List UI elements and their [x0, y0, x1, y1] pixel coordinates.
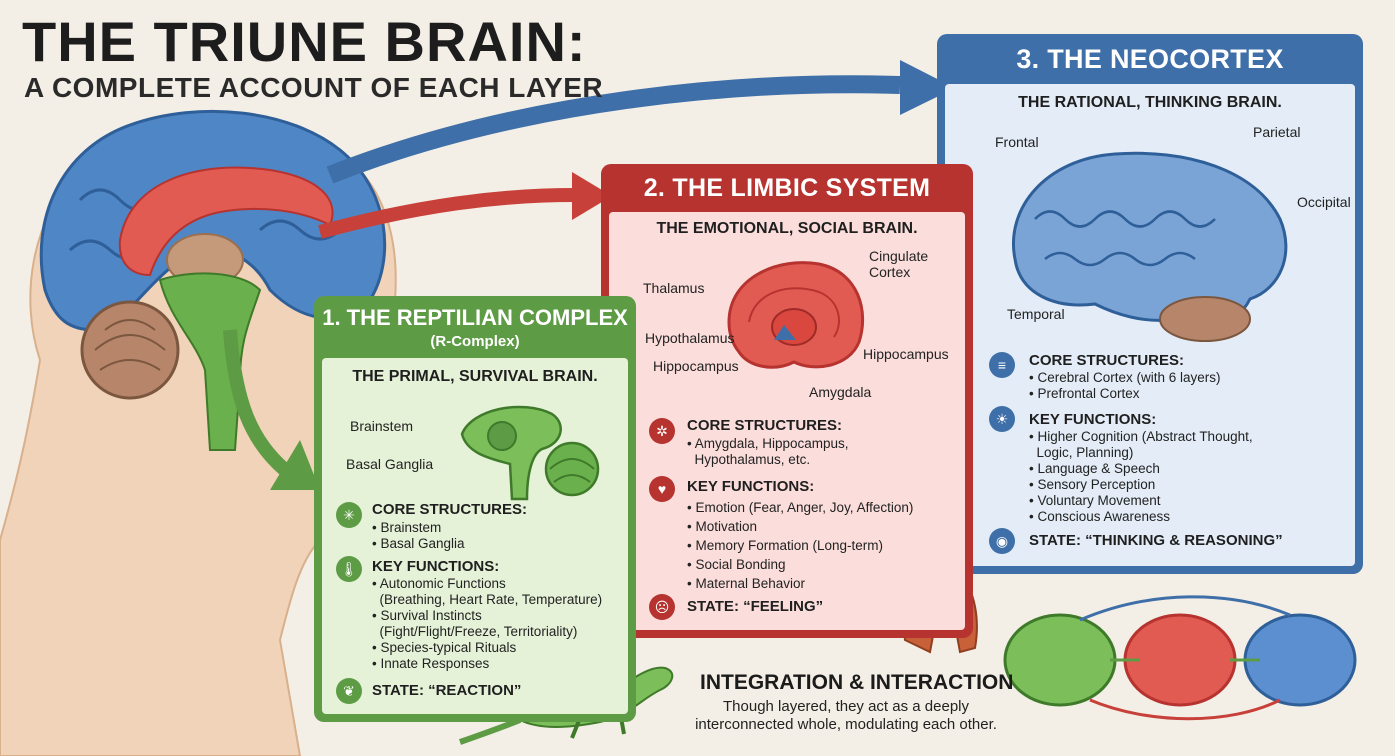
label-hypothalamus: Hypothalamus: [645, 330, 735, 346]
neocortex-tagline: THE RATIONAL, THINKING BRAIN.: [1018, 94, 1282, 111]
neocortex-heading: 3. THE NEOCORTEX: [1016, 44, 1284, 74]
limbic-tagline: THE EMOTIONAL, SOCIAL BRAIN.: [656, 220, 918, 237]
page-subtitle: A COMPLETE ACCOUNT OF EACH LAYER: [24, 72, 604, 103]
reptilian-core-list: • Brainstem • Basal Ganglia: [372, 520, 465, 551]
layers-icon: ≡: [989, 352, 1015, 378]
brain-spark-icon: ✲: [649, 418, 675, 444]
label-cortex: Cortex: [869, 264, 911, 280]
neocortex-panel: 3. THE NEOCORTEX THE RATIONAL, THINKING …: [937, 34, 1363, 574]
limbic-func-list: • Emotion (Fear, Anger, Joy, Affection) …: [687, 500, 914, 591]
reptilian-panel: 1. THE REPTILIAN COMPLEX (R-Complex) THE…: [314, 296, 636, 722]
reptilian-heading: 1. THE REPTILIAN COMPLEX (R-Complex): [322, 305, 628, 350]
limbic-shape: [118, 166, 334, 277]
reptilian-state: STATE: “REACTION”: [372, 682, 522, 699]
label-amygdala: Amygdala: [809, 384, 872, 400]
label-frontal: Frontal: [995, 134, 1039, 150]
limbic-func-title: KEY FUNCTIONS:: [687, 478, 815, 495]
neocortex-state: STATE: “THINKING & REASONING”: [1029, 532, 1283, 549]
label-hippocampus-right: Hippocampus: [863, 346, 949, 362]
thermometer-icon: 🌡: [336, 556, 362, 582]
limbic-panel: 2. THE LIMBIC SYSTEM THE EMOTIONAL, SOCI…: [601, 164, 973, 638]
limbic-brain-illustration: [727, 261, 865, 369]
bulb-head-icon: ◉: [989, 528, 1015, 554]
reptilian-shape: [158, 272, 262, 451]
neocortex-body: THE RATIONAL, THINKING BRAIN. Frontal Pa…: [945, 84, 1355, 566]
limbic-core-list: • Amygdala, Hippocampus, Hypothalamus, e…: [687, 436, 849, 467]
integration-text: Though layered, they act as a deeply int…: [695, 698, 997, 733]
reptilian-brain-illustration: [460, 405, 600, 501]
label-hippocampus-left: Hippocampus: [653, 358, 739, 374]
leaf-icon: ❦: [336, 678, 362, 704]
label-cingulate: Cingulate: [869, 248, 929, 264]
label-thalamus: Thalamus: [643, 280, 705, 296]
integration-title: INTEGRATION & INTERACTION: [700, 671, 1014, 694]
arrow-to-neocortex: [326, 75, 901, 184]
arrow-to-limbic: [318, 188, 576, 239]
reptilian-func-title: KEY FUNCTIONS:: [372, 558, 500, 575]
sad-face-icon: ☹: [649, 594, 675, 620]
label-temporal: Temporal: [1007, 306, 1065, 322]
neocortex-brain-illustration: [1012, 151, 1288, 342]
page-title: THE TRIUNE BRAIN:: [22, 10, 587, 73]
limbic-heading: 2. THE LIMBIC SYSTEM: [643, 174, 931, 202]
neocortex-func-title: KEY FUNCTIONS:: [1029, 411, 1157, 428]
reptilian-core-title: CORE STRUCTURES:: [372, 501, 528, 518]
integration-diagram: [1003, 595, 1357, 721]
limbic-body: THE EMOTIONAL, SOCIAL BRAIN. Cingulate C…: [609, 212, 965, 630]
cerebellum-shape: [80, 300, 180, 400]
neocortex-func-list: • Higher Cognition (Abstract Thought, Lo…: [1029, 429, 1253, 524]
label-basal-ganglia: Basal Ganglia: [346, 456, 434, 472]
reptilian-func-list: • Autonomic Functions (Breathing, Heart …: [372, 576, 603, 671]
label-occipital: Occipital: [1297, 194, 1351, 210]
network-icon: ✳: [336, 502, 362, 528]
arrow-to-reptilian: [223, 329, 290, 476]
reptilian-body: THE PRIMAL, SURVIVAL BRAIN. Brainstem Ba…: [322, 358, 628, 714]
label-brainstem: Brainstem: [350, 418, 414, 434]
label-parietal: Parietal: [1253, 124, 1301, 140]
reptilian-tagline: THE PRIMAL, SURVIVAL BRAIN.: [352, 368, 598, 385]
neocortex-core-title: CORE STRUCTURES:: [1029, 352, 1185, 369]
heart-icon: ♥: [649, 476, 675, 502]
lightbulb-icon: ☀: [989, 406, 1015, 432]
limbic-state: STATE: “FEELING”: [687, 598, 824, 615]
limbic-core-title: CORE STRUCTURES:: [687, 417, 843, 434]
neocortex-core-list: • Cerebral Cortex (with 6 layers) • Pref…: [1029, 370, 1221, 401]
